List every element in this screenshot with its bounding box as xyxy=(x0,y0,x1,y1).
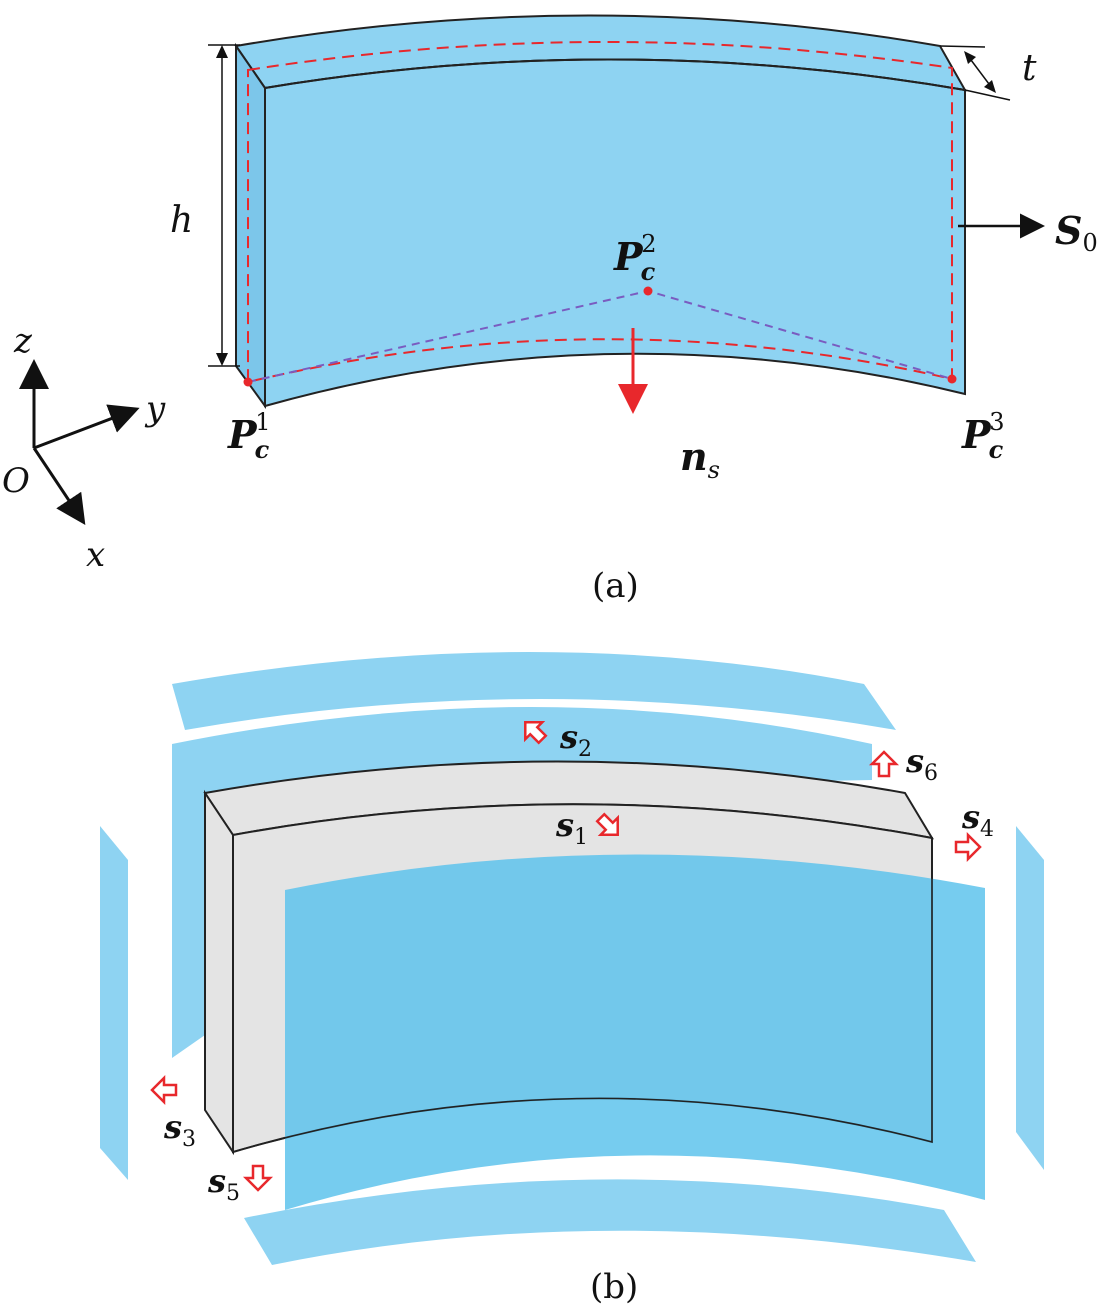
solid-left-face xyxy=(204,789,234,1156)
label-h: h xyxy=(170,200,193,241)
panel-b-exploded: s2 s1 s6 s4 s3 s5 xyxy=(100,652,1044,1265)
y-axis xyxy=(33,404,140,450)
caption-b: (b) xyxy=(590,1267,638,1307)
label-s3: s3 xyxy=(163,1108,196,1152)
arrow-s6 xyxy=(868,750,900,778)
coordinate-axes: z y x O xyxy=(2,321,166,575)
height-dim-arrow-top xyxy=(216,45,228,58)
control-point-2 xyxy=(643,286,653,296)
axis-label-o: O xyxy=(2,461,30,501)
control-point-3 xyxy=(947,374,957,384)
plane-front xyxy=(285,854,985,1210)
thickness-arrow-1 xyxy=(964,51,976,64)
label-pc1: Pc1 xyxy=(227,408,270,464)
label-s1: s1 xyxy=(555,806,588,850)
control-point-1 xyxy=(243,377,253,387)
thickness-ext-2 xyxy=(964,89,1011,101)
label-s5: s5 xyxy=(207,1162,240,1206)
arrow-s4 xyxy=(954,831,982,863)
height-dim-arrow-bottom xyxy=(216,353,228,366)
label-s6: s6 xyxy=(905,742,938,786)
plane-top xyxy=(172,652,896,730)
label-t: t xyxy=(1022,48,1037,89)
axis-label-z: z xyxy=(13,321,33,361)
arrow-s5 xyxy=(242,1164,274,1192)
thickness-dim-line xyxy=(967,55,993,89)
thickness-arrow-2 xyxy=(984,80,996,93)
label-s2: s2 xyxy=(559,718,592,762)
caption-a: (a) xyxy=(592,566,639,606)
label-pc2: Pc2 xyxy=(613,230,656,286)
label-ns: ns xyxy=(680,434,720,484)
axis-label-y: y xyxy=(144,389,166,429)
plate-left-side xyxy=(235,42,266,410)
label-s0: S0 xyxy=(1055,208,1098,257)
plate-front-face xyxy=(264,58,966,408)
plane-right xyxy=(1016,826,1044,1170)
solid-outline-overlay xyxy=(232,838,933,1153)
arrow-s3 xyxy=(150,1074,178,1106)
label-pc3: Pc3 xyxy=(961,408,1004,464)
plate-top-edge xyxy=(264,58,966,91)
plane-left xyxy=(100,826,128,1180)
arrow-s1 xyxy=(595,812,619,836)
arrow-s2 xyxy=(524,721,548,745)
plane-bottom xyxy=(244,1179,976,1265)
axis-label-x: x xyxy=(86,535,105,575)
thickness-ext-1 xyxy=(939,45,986,48)
panel-a-curved-plate: h t S0 Pc2 Pc1 Pc3 ns xyxy=(170,14,1098,484)
x-axis xyxy=(32,447,86,525)
label-s4: s4 xyxy=(961,798,994,842)
